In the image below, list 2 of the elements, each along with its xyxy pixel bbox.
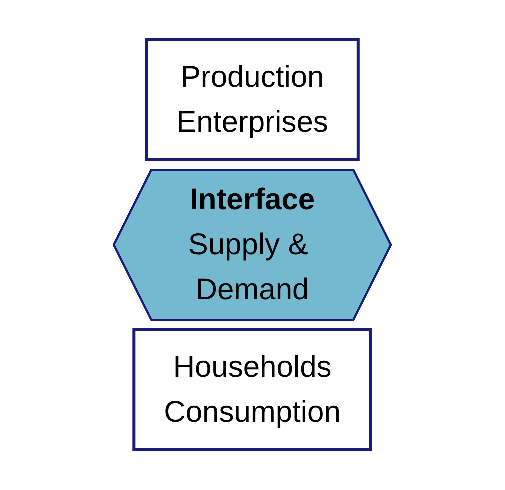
node-box: Households Consumption xyxy=(132,328,372,452)
node-box: Production Enterprises xyxy=(145,38,360,162)
